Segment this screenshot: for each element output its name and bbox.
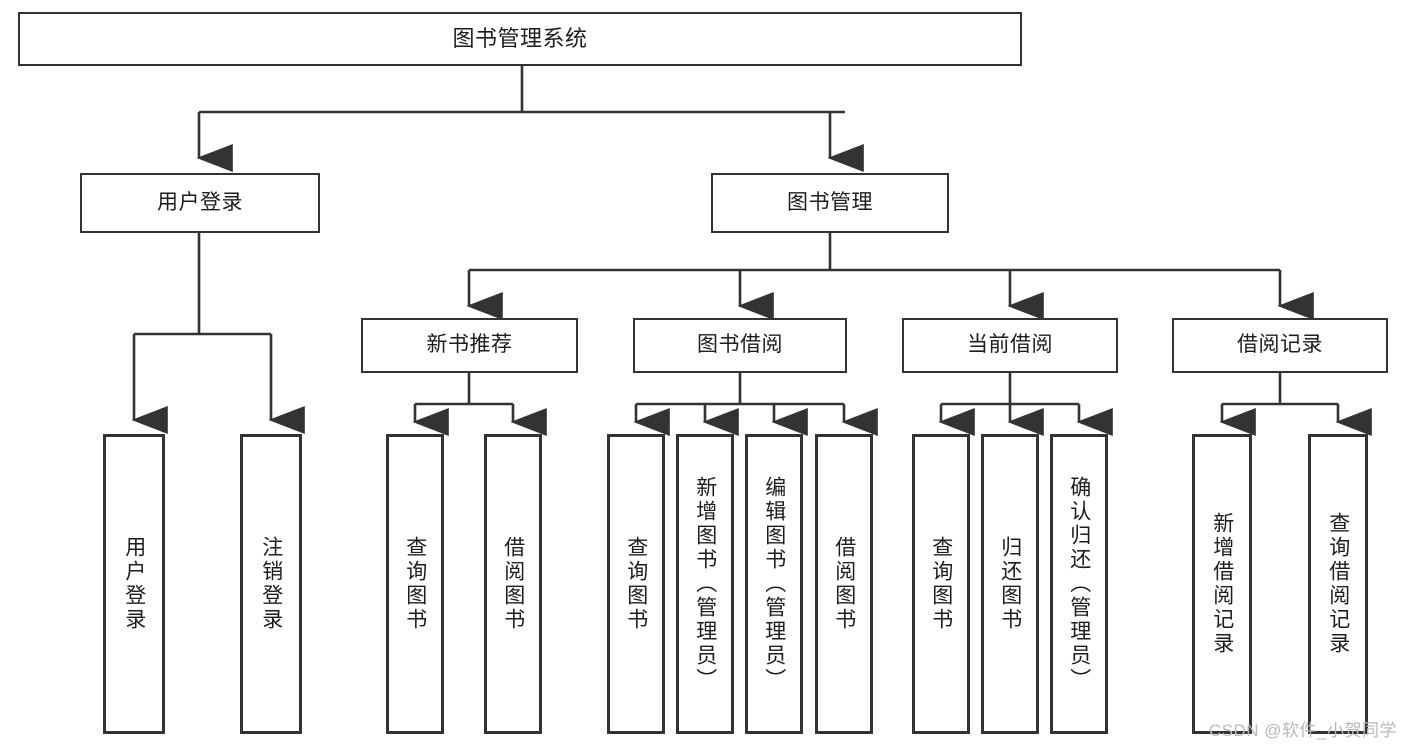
node-leaf-query-book-3-label: 查询图书 xyxy=(929,536,953,632)
node-leaf-query-record-label: 查询借阅记录 xyxy=(1326,512,1350,656)
node-book-management-label: 图书管理 xyxy=(787,190,873,214)
node-leaf-user-login[interactable]: 用户登录 xyxy=(103,434,165,734)
node-leaf-add-record[interactable]: 新增借阅记录 xyxy=(1192,434,1252,734)
node-leaf-add-record-label: 新增借阅记录 xyxy=(1210,512,1234,656)
node-leaf-borrow-book-1[interactable]: 借阅图书 xyxy=(484,434,542,734)
node-leaf-return-book[interactable]: 归还图书 xyxy=(981,434,1039,734)
node-new-book-recommend-label: 新书推荐 xyxy=(426,333,513,357)
node-leaf-borrow-book-1-label: 借阅图书 xyxy=(501,536,525,632)
node-leaf-edit-book[interactable]: 编辑图书（管理员） xyxy=(745,434,803,734)
node-leaf-return-book-label: 归还图书 xyxy=(998,536,1022,632)
node-user-login[interactable]: 用户登录 xyxy=(80,173,320,233)
node-leaf-query-book-1[interactable]: 查询图书 xyxy=(386,434,444,734)
node-borrow-record[interactable]: 借阅记录 xyxy=(1172,318,1388,373)
node-new-book-recommend[interactable]: 新书推荐 xyxy=(361,318,578,373)
node-borrow-record-label: 借阅记录 xyxy=(1237,333,1323,357)
node-root-label: 图书管理系统 xyxy=(452,26,588,52)
node-book-borrow-label: 图书借阅 xyxy=(697,333,783,357)
node-leaf-edit-book-label: 编辑图书（管理员） xyxy=(762,476,786,692)
node-leaf-add-book-label: 新增图书（管理员） xyxy=(693,476,717,692)
node-leaf-add-book[interactable]: 新增图书（管理员） xyxy=(676,434,734,734)
node-leaf-logout-label: 注销登录 xyxy=(259,536,283,632)
node-leaf-user-login-label: 用户登录 xyxy=(122,536,146,632)
node-leaf-logout[interactable]: 注销登录 xyxy=(240,434,302,734)
node-leaf-confirm-return-label: 确认归还（管理员） xyxy=(1067,476,1091,692)
node-root[interactable]: 图书管理系统 xyxy=(18,12,1022,66)
node-leaf-borrow-book-2[interactable]: 借阅图书 xyxy=(815,434,873,734)
node-leaf-confirm-return[interactable]: 确认归还（管理员） xyxy=(1050,434,1108,734)
node-user-login-label: 用户登录 xyxy=(157,190,243,214)
node-leaf-borrow-book-2-label: 借阅图书 xyxy=(832,536,856,632)
node-leaf-query-book-2-label: 查询图书 xyxy=(624,536,648,632)
node-leaf-query-record[interactable]: 查询借阅记录 xyxy=(1308,434,1368,734)
node-leaf-query-book-2[interactable]: 查询图书 xyxy=(607,434,665,734)
node-book-management[interactable]: 图书管理 xyxy=(711,173,949,233)
node-current-borrow-label: 当前借阅 xyxy=(967,333,1053,357)
node-leaf-query-book-1-label: 查询图书 xyxy=(403,536,427,632)
node-leaf-query-book-3[interactable]: 查询图书 xyxy=(912,434,970,734)
node-book-borrow[interactable]: 图书借阅 xyxy=(633,318,847,373)
node-current-borrow[interactable]: 当前借阅 xyxy=(902,318,1118,373)
